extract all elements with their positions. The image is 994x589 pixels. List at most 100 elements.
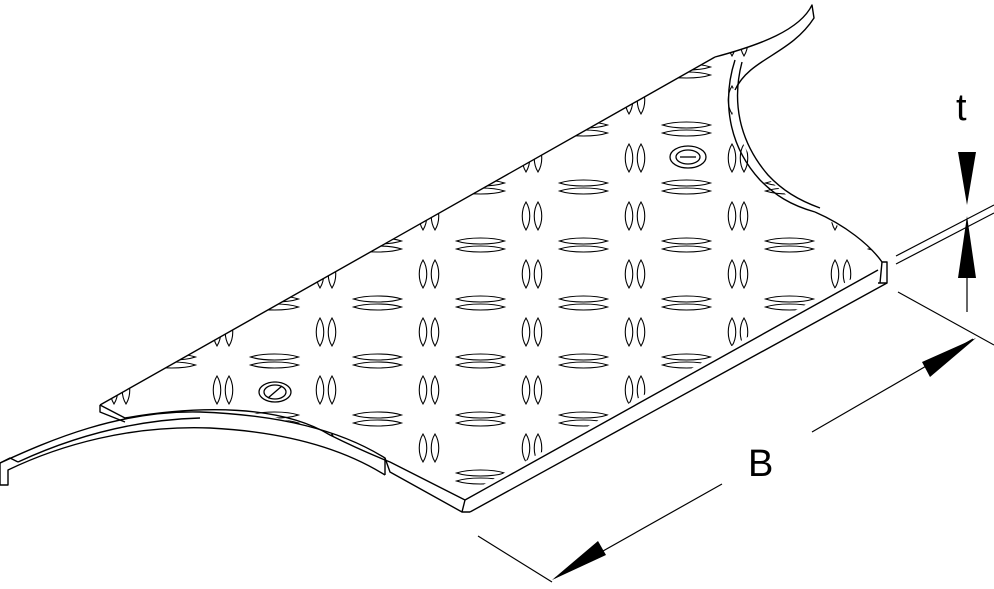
tread-rib-vertical: [830, 258, 840, 290]
tread-rib-horizontal: [866, 129, 882, 137]
tread-rib-vertical: [521, 84, 531, 116]
upper-arc-cutout-inner: [736, 61, 821, 209]
tread-rib-horizontal: [145, 477, 198, 485]
tread-rib-horizontal: [557, 179, 610, 187]
tread-rib-horizontal: [557, 237, 610, 245]
lower-arc-flange-outer: [0, 411, 463, 513]
tread-rib-vertical: [430, 432, 440, 464]
dimension-t-label: t: [956, 87, 967, 129]
tread-rib-horizontal: [763, 245, 816, 253]
tread-rib-horizontal: [145, 469, 198, 477]
tread-rib-vertical: [121, 432, 131, 464]
tread-rib-horizontal: [660, 187, 713, 195]
tread-rib-vertical: [842, 142, 852, 174]
tread-rib-vertical: [212, 258, 222, 290]
tread-rib-vertical: [842, 258, 852, 290]
fixing-screw-1: [258, 381, 292, 403]
tread-rib-horizontal: [454, 303, 507, 311]
tread-rib-vertical: [842, 200, 852, 232]
tread-rib-horizontal: [866, 187, 882, 195]
tread-rib-horizontal: [351, 237, 404, 245]
tread-rib-vertical: [830, 26, 840, 58]
tread-rib-horizontal: [763, 237, 816, 245]
tread-rib-horizontal: [866, 63, 882, 71]
tread-rib-vertical: [739, 142, 749, 174]
tread-rib-horizontal: [351, 411, 404, 419]
tread-rib-vertical: [727, 258, 737, 290]
tread-rib-horizontal: [557, 71, 610, 79]
tread-rib-vertical: [521, 142, 531, 174]
tread-rib-vertical: [430, 374, 440, 406]
tread-rib-horizontal: [454, 179, 507, 187]
tread-rib-horizontal: [557, 245, 610, 253]
tread-rib-vertical: [212, 374, 222, 406]
tread-rib-vertical: [430, 316, 440, 348]
tread-rib-vertical: [521, 374, 531, 406]
tread-rib-horizontal: [454, 237, 507, 245]
tread-rib-horizontal: [248, 245, 301, 253]
tread-rib-vertical: [521, 432, 531, 464]
tread-rib-horizontal: [454, 411, 507, 419]
tread-rib-horizontal: [557, 361, 610, 369]
tread-rib-horizontal: [145, 303, 198, 311]
tread-rib-vertical: [212, 432, 222, 464]
tread-rib-vertical: [636, 26, 646, 58]
tread-rib-vertical: [121, 316, 131, 348]
tread-rib-vertical: [624, 374, 634, 406]
tread-rib-vertical: [624, 316, 634, 348]
lower-arc-flange: [99, 404, 466, 501]
tread-rib-horizontal: [351, 353, 404, 361]
tread-rib-horizontal: [454, 361, 507, 369]
arrow-head-t-bottom: [958, 216, 976, 278]
tread-rib-vertical: [109, 490, 119, 495]
tread-rib-vertical: [224, 432, 234, 464]
tread-rib-vertical: [636, 200, 646, 232]
tread-rib-vertical: [430, 258, 440, 290]
tread-rib-vertical: [842, 84, 852, 116]
tread-rib-vertical: [315, 374, 325, 406]
tread-rib-horizontal: [866, 179, 882, 187]
tread-rib-horizontal: [763, 129, 816, 137]
tread-rib-horizontal: [351, 179, 404, 187]
tread-rib-vertical: [624, 26, 634, 58]
tread-rib-vertical: [315, 200, 325, 232]
tread-rib-vertical: [521, 258, 531, 290]
tread-rib-horizontal: [557, 187, 610, 195]
tread-rib-vertical: [533, 84, 543, 116]
tread-rib-horizontal: [866, 71, 882, 79]
fixing-screw-2: [669, 145, 707, 169]
tread-rib-horizontal: [557, 411, 610, 419]
tread-rib-vertical: [624, 84, 634, 116]
tread-rib-vertical: [121, 490, 131, 495]
tread-rib-horizontal: [351, 187, 404, 195]
tread-rib-vertical: [212, 316, 222, 348]
tread-rib-vertical: [109, 316, 119, 348]
tread-rib-vertical: [418, 142, 428, 174]
tread-rib-horizontal: [763, 121, 816, 129]
tread-rib-horizontal: [351, 477, 404, 485]
tread-rib-vertical: [624, 142, 634, 174]
tread-rib-vertical: [830, 200, 840, 232]
tread-rib-vertical: [533, 316, 543, 348]
tread-rib-horizontal: [557, 295, 610, 303]
dimension-t: [895, 152, 994, 312]
tread-rib-vertical: [521, 200, 531, 232]
tread-rib-vertical: [533, 374, 543, 406]
tread-rib-horizontal: [454, 295, 507, 303]
tread-rib-vertical: [842, 26, 852, 58]
tread-rib-vertical: [418, 490, 428, 495]
tread-rib-vertical: [533, 258, 543, 290]
tread-rib-vertical: [327, 432, 337, 464]
tread-rib-vertical: [109, 432, 119, 464]
tread-rib-vertical: [636, 258, 646, 290]
tread-rib-horizontal: [557, 303, 610, 311]
tread-rib-vertical: [327, 200, 337, 232]
tread-rib-vertical: [109, 374, 119, 406]
tread-rib-horizontal: [660, 245, 713, 253]
tread-rib-horizontal: [351, 419, 404, 427]
tread-rib-vertical: [315, 432, 325, 464]
tread-rib-horizontal: [248, 237, 301, 245]
tread-rib-vertical: [727, 84, 737, 116]
